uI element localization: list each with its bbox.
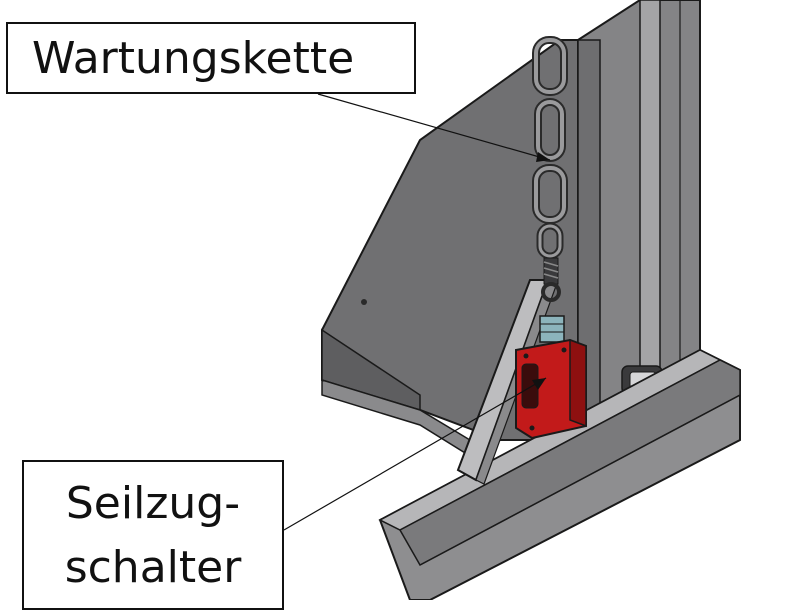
leader-line-chain (317, 93, 551, 161)
label-switch-line-1: Seilzug- (65, 478, 241, 529)
pull-wire-switch (515, 315, 587, 440)
label-switch-line-2: schalter (64, 542, 242, 593)
label-maintenance-chain: Wartungskette (6, 22, 416, 94)
maintenance-chain (532, 36, 568, 260)
vertical-column (577, 0, 701, 452)
leader-line-switch (283, 377, 547, 531)
spring-connector (541, 257, 561, 302)
label-maintenance-chain-text: Wartungskette (32, 33, 355, 84)
leader-arrow-chain (536, 152, 550, 162)
label-pull-wire-switch: Seilzug- schalter (22, 460, 284, 610)
leader-arrow-switch (532, 378, 546, 390)
base-beam (378, 348, 741, 600)
